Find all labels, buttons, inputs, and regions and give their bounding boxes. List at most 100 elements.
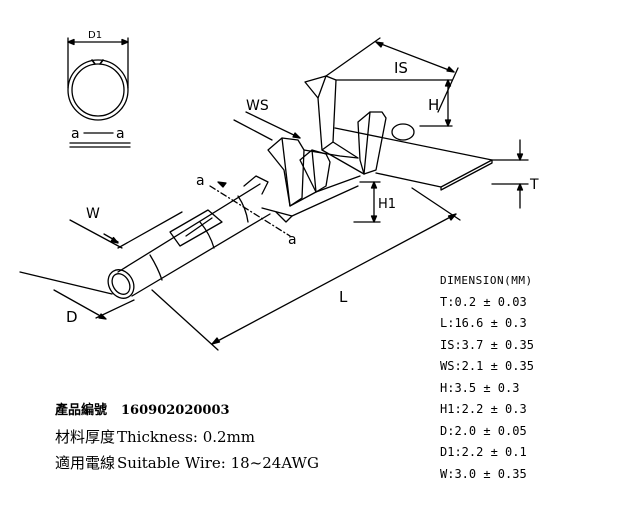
label-w: W	[86, 206, 100, 222]
w-ext-1	[69, 219, 123, 249]
is-dim-line	[375, 41, 455, 73]
dim-item-ws: WS:2.1 ± 0.35	[440, 359, 534, 373]
label-h: H	[428, 96, 439, 114]
section-cut-line	[209, 185, 291, 237]
wing-back-fold	[317, 75, 327, 99]
label-h1: H1	[378, 197, 396, 212]
d1-arrow-left	[67, 38, 75, 46]
ws-arrow	[292, 132, 301, 139]
d-arrow	[98, 313, 107, 320]
barrel-ring-1	[149, 254, 163, 281]
l-arrow-right	[447, 213, 457, 221]
l-arrow-left	[211, 337, 221, 345]
spring-tab	[243, 175, 269, 195]
t-arrow-bottom	[516, 183, 524, 191]
wire-label: 適用電線	[55, 454, 116, 472]
ring-seam	[91, 59, 104, 65]
label-is: IS	[394, 59, 408, 77]
label-section-a-right: a	[116, 126, 125, 142]
label-section-a-left: a	[71, 126, 80, 142]
dim-h1	[353, 181, 381, 223]
d-ext-top	[19, 271, 113, 295]
label-t: T	[529, 177, 539, 193]
d1-arrow-right	[121, 38, 129, 46]
cond-wing-2-fold	[311, 149, 317, 193]
dim-is	[325, 37, 459, 113]
ws-leader-1	[245, 111, 301, 139]
barrel-mouth-outer	[107, 269, 135, 299]
dim-item-is: IS:3.7 ± 0.35	[440, 337, 534, 352]
d-dim-line	[53, 289, 105, 319]
dim-item-h1: H1:2.2 ± 0.3	[440, 402, 527, 416]
lance-detail	[185, 217, 213, 237]
dimension-title: DIMENSION(MM)	[440, 274, 533, 287]
outer-ring	[67, 59, 129, 121]
cond-wing-1-fold	[281, 137, 291, 207]
w-arrow	[110, 236, 119, 244]
insulation-crimp	[304, 75, 387, 175]
dim-t	[491, 139, 529, 209]
part-label: 產品編號	[55, 403, 108, 418]
label-a-lower: a	[288, 232, 297, 248]
part-number: 160902020003	[121, 403, 230, 418]
strip-edge	[440, 159, 493, 191]
l-dim-line	[211, 213, 457, 345]
spring-tab-lower	[275, 211, 293, 223]
cross-section-detail	[67, 37, 131, 148]
cond-base	[289, 175, 361, 207]
w-ext-2	[117, 211, 183, 249]
pilot-hole	[391, 123, 415, 141]
barrel-ring-3	[237, 195, 249, 223]
locking-lance	[169, 209, 223, 247]
barrel-top	[117, 183, 261, 273]
t-arrow-top	[516, 153, 524, 161]
h-arrow-bottom	[444, 119, 452, 127]
wing-front-fold	[363, 111, 371, 175]
dim-ws	[233, 111, 301, 141]
is-ext-left	[325, 37, 381, 77]
label-d: D	[66, 308, 78, 326]
h1-arrow-top	[370, 181, 378, 189]
contact-barrel	[107, 175, 293, 299]
label-a-upper: a	[196, 173, 205, 189]
part-number-row: 產品編號 160902020003	[55, 398, 415, 424]
is-arrow-right	[446, 66, 455, 73]
ws-leader-2	[233, 119, 273, 141]
dim-h	[335, 79, 453, 127]
dim-item-d: D:2.0 ± 0.05	[440, 423, 527, 438]
cond-wing-1	[267, 137, 305, 207]
wire-text: Suitable Wire: 18~24AWG	[117, 454, 319, 472]
material-label: 材料厚度	[55, 428, 116, 446]
dim-item-w: W:3.0 ± 0.35	[440, 466, 527, 481]
dim-item-t: T:0.2 ± 0.03	[440, 294, 527, 309]
dimension-table: DIMENSION(MM) T:0.2 ± 0.03 L:16.6 ± 0.3 …	[440, 270, 610, 485]
label-l: L	[339, 288, 348, 306]
dim-l	[151, 187, 461, 351]
wing-front	[357, 111, 387, 175]
dim-w	[69, 211, 183, 249]
barrel-mouth-inner	[111, 273, 131, 295]
label-d1: D1	[88, 30, 102, 41]
dim-item-h: H:3.5 ± 0.3	[440, 380, 520, 395]
carrier-strip	[334, 123, 493, 191]
l-ext-left	[151, 289, 219, 351]
h1-arrow-bottom	[370, 215, 378, 223]
barrel-ring-2	[199, 221, 215, 249]
h-arrow-top	[444, 79, 452, 87]
section-marker	[209, 181, 291, 237]
label-ws: WS	[246, 98, 269, 114]
strip-outline	[334, 127, 493, 188]
transition	[303, 149, 359, 159]
dim-item-l: L:16.6 ± 0.3	[440, 316, 527, 330]
is-arrow-left	[375, 41, 384, 48]
section-arrow-upper	[217, 181, 227, 188]
inner-ring	[71, 63, 125, 117]
dim-item-d1: D1:2.2 ± 0.1	[440, 445, 527, 459]
thickness-text: Thickness: 0.2mm	[117, 428, 256, 446]
barrel-bottom	[131, 213, 271, 297]
dim-d	[19, 271, 135, 320]
